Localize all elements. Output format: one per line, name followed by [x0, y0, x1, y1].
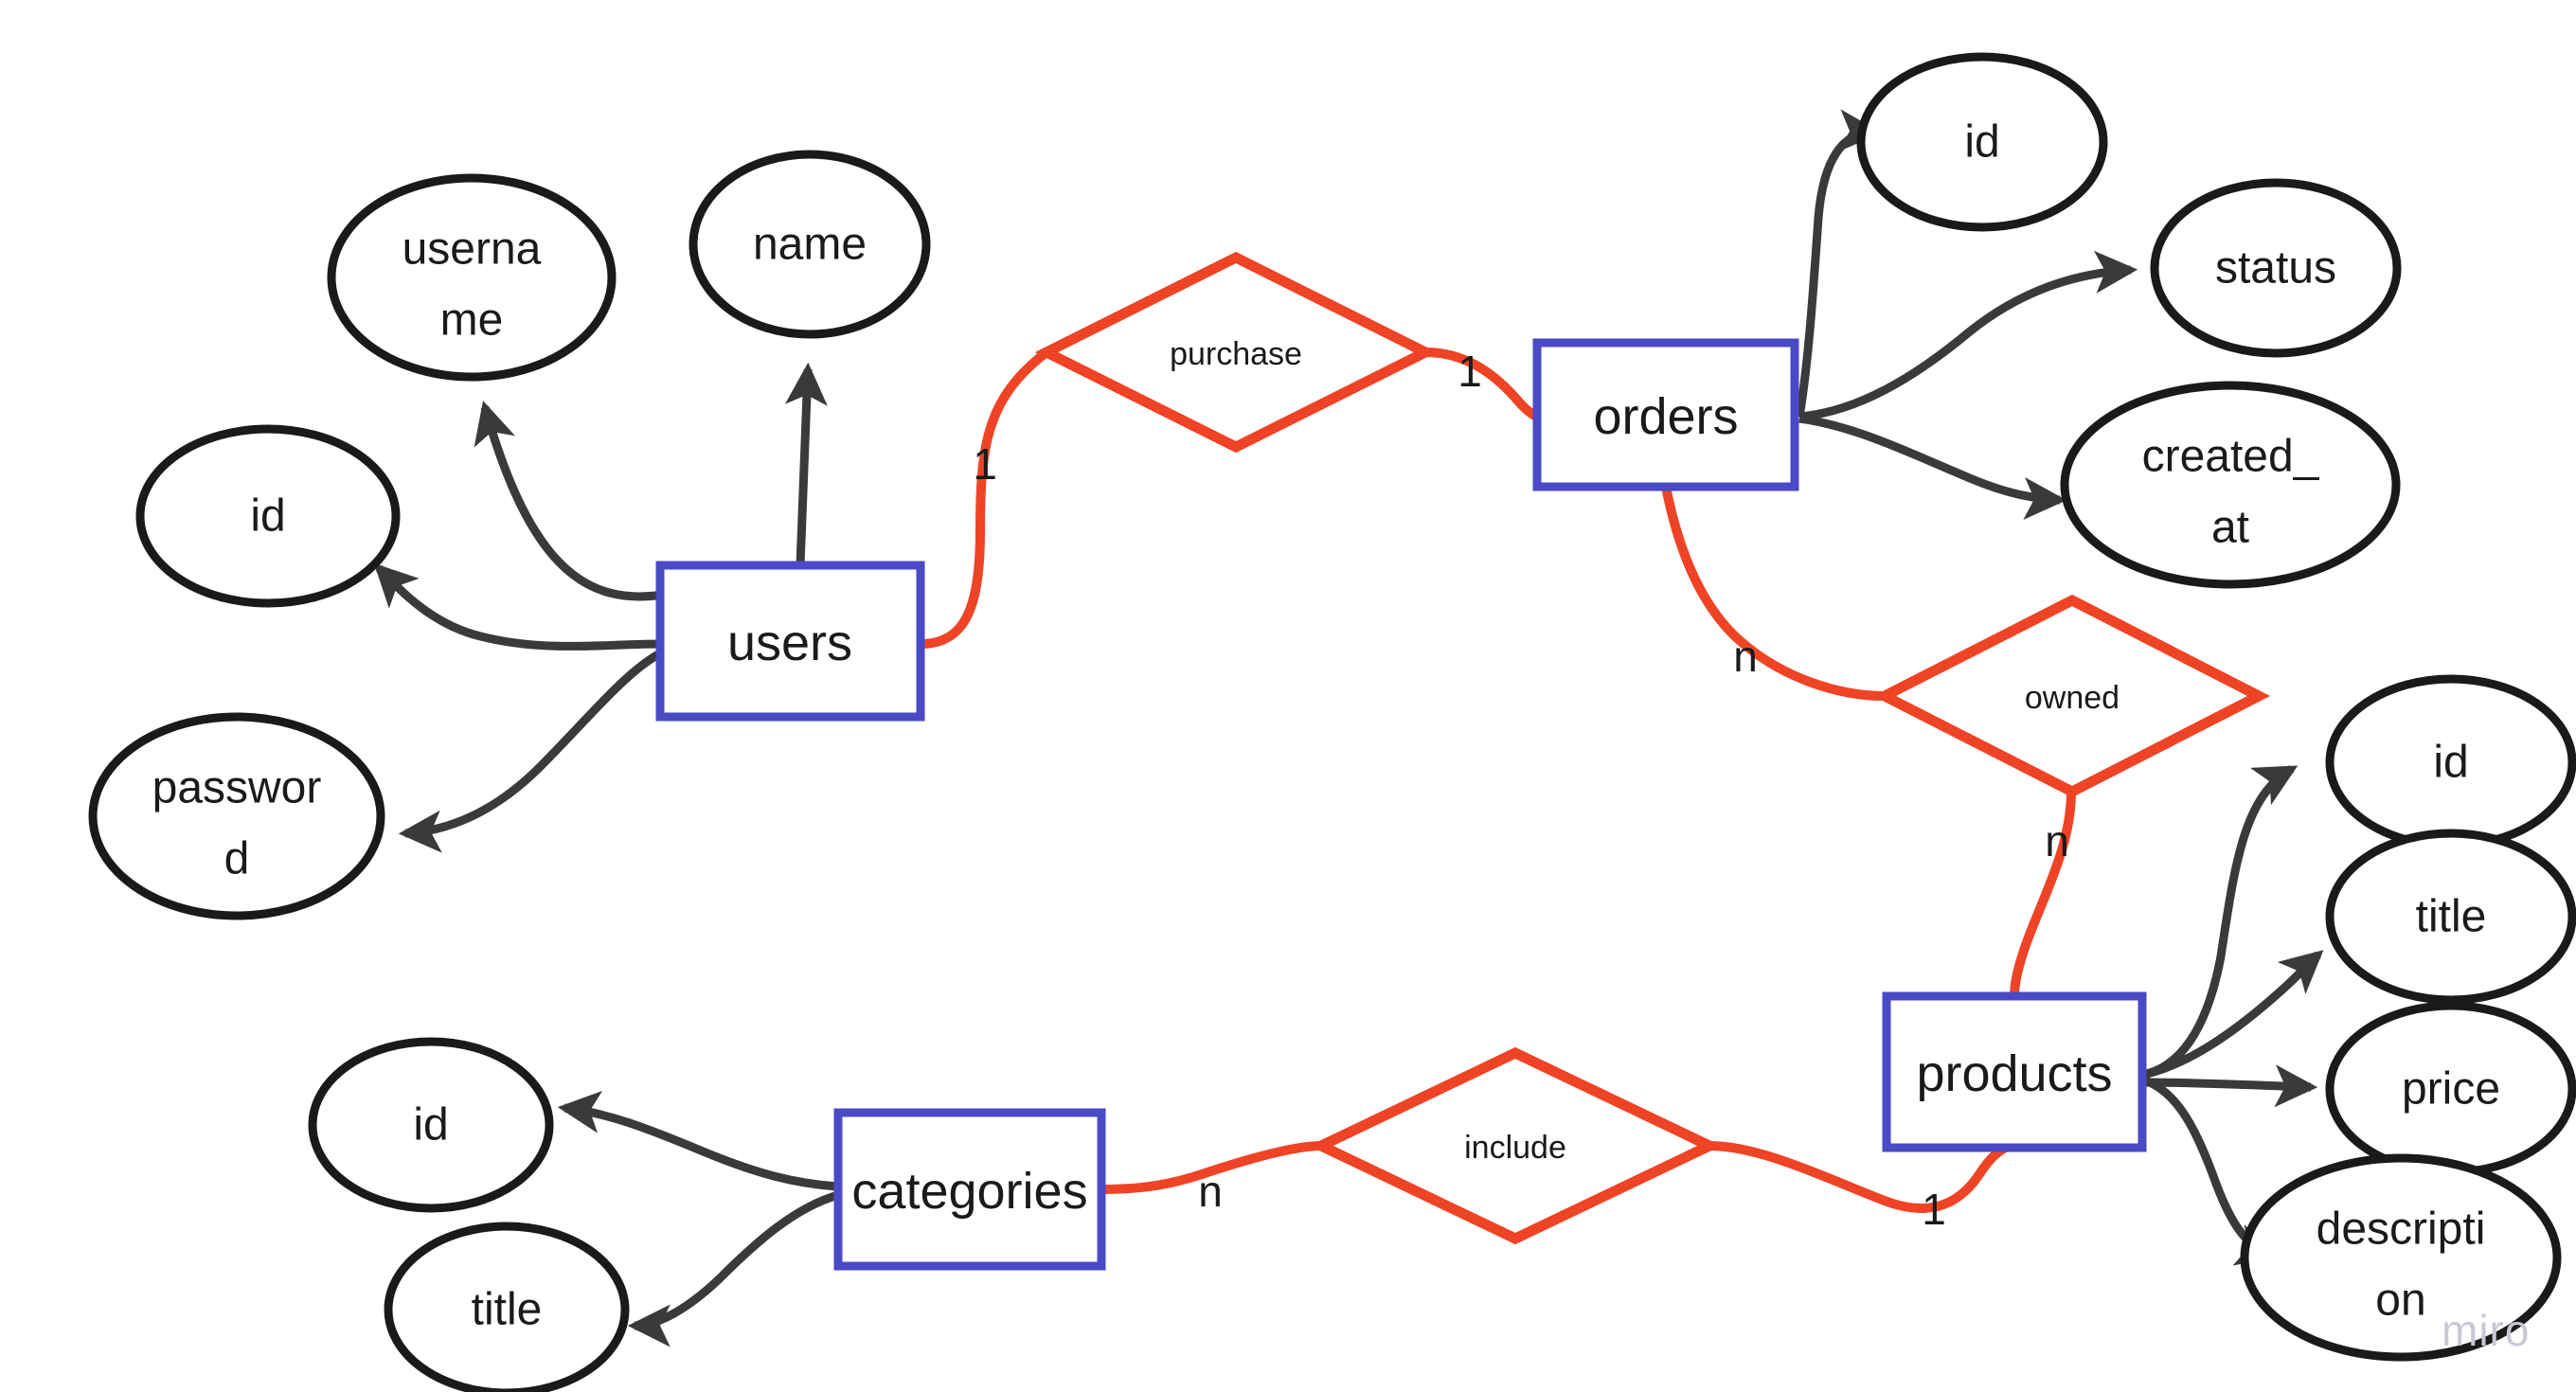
attribute-ellipse[interactable] [2060, 381, 2401, 589]
attribute-ellipse[interactable] [1856, 52, 2108, 232]
attribute-label-line-1: status [2215, 243, 2336, 294]
entity-categories[interactable]: categories [833, 1108, 1106, 1271]
attribute-users-name[interactable]: name [689, 150, 931, 339]
attribute-categories-title[interactable]: title [384, 1222, 630, 1392]
attribute-orders-id[interactable]: id [1856, 52, 2108, 232]
cardinality-labels: 1 1 n n n 1 [973, 347, 2069, 1234]
attribute-orders-status[interactable]: status [2150, 178, 2402, 358]
attribute-users-password[interactable]: passwor d [88, 712, 385, 920]
attribute-label-line-1: descripti [2317, 1205, 2486, 1255]
relationship-include[interactable]: include [1309, 1046, 1722, 1245]
relationship-diamond[interactable] [1034, 251, 1438, 454]
entity-rect[interactable] [655, 561, 925, 722]
attribute-ellipse[interactable] [135, 424, 401, 608]
attribute-label-line-2: d [224, 834, 250, 884]
relationship-label: include [1464, 1130, 1566, 1166]
relationship-connectors [920, 348, 2076, 1213]
relationship-diamond[interactable] [1872, 594, 2271, 798]
attribute-label-line-1: title [472, 1285, 543, 1335]
attribute-ellipse[interactable] [2150, 178, 2402, 358]
attribute-categories-id[interactable]: id [308, 1037, 554, 1213]
entity-users[interactable]: users [655, 561, 925, 722]
attribute-label-line-1: id [250, 491, 285, 542]
edge-orders-owned [1661, 486, 1886, 701]
edge-users-id [373, 562, 661, 651]
entity-label: categories [851, 1163, 1087, 1220]
entity-label: users [727, 615, 852, 671]
edge-orders-status [1798, 250, 2138, 421]
attribute-products-price[interactable]: price [2325, 1001, 2576, 1177]
edge-products-id [2141, 765, 2299, 1080]
edge-purchase-orders [1424, 348, 1540, 421]
attribute-label-line-2: on [2375, 1276, 2425, 1326]
edge-users-purchase [920, 348, 1050, 649]
attribute-label-line-1: passwor [152, 763, 322, 813]
attribute-label-line-1: name [753, 220, 867, 270]
cardinality-orders-owned: n [1733, 632, 1758, 681]
entity-rect[interactable] [1532, 338, 1799, 491]
cardinality-owned-products: n [2045, 816, 2069, 866]
cardinality-purchase-orders: 1 [1458, 347, 1482, 396]
relationship-purchase[interactable]: purchase [1034, 251, 1438, 454]
attribute-connectors [373, 109, 2324, 1347]
entity-label: products [1916, 1045, 2112, 1102]
edge-products-title [2141, 950, 2324, 1080]
attribute-ellipse[interactable] [2240, 1153, 2562, 1362]
attribute-orders-created-at[interactable]: created_ at [2060, 381, 2401, 589]
relationship-diamond[interactable] [1309, 1046, 1722, 1245]
cardinality-categories-include: n [1198, 1167, 1223, 1216]
attribute-label-line-1: price [2402, 1064, 2500, 1115]
entity-rect[interactable] [1882, 991, 2147, 1152]
edge-orders-id [1795, 109, 1883, 418]
attribute-ellipse[interactable] [689, 150, 931, 339]
relationship-owned[interactable]: owned [1872, 594, 2271, 798]
edge-categories-title [627, 1190, 840, 1347]
entity-orders[interactable]: orders [1532, 338, 1799, 491]
cardinality-users-purchase: 1 [973, 439, 997, 489]
edge-products-price [2141, 1064, 2318, 1108]
attribute-users-id[interactable]: id [135, 424, 401, 608]
relationship-label: owned [2025, 680, 2120, 716]
attribute-users-username[interactable]: userna me [327, 173, 617, 382]
attribute-label-line-1: id [413, 1100, 448, 1151]
relationship-nodes: purchase owned include [1034, 251, 2271, 1245]
edge-owned-products [2010, 791, 2076, 997]
entity-products[interactable]: products [1882, 991, 2147, 1152]
cardinality-include-products: 1 [1922, 1185, 1946, 1234]
attribute-ellipse[interactable] [327, 173, 617, 382]
attribute-products-description[interactable]: descripti on [2240, 1153, 2562, 1362]
attribute-products-title[interactable]: title [2325, 829, 2576, 1005]
attribute-label-line-1: created_ [2142, 432, 2320, 482]
attribute-nodes: userna me name id passwor d id [88, 52, 2576, 1392]
attribute-ellipse[interactable] [2325, 829, 2576, 1005]
relationship-label: purchase [1170, 336, 1302, 372]
miro-watermark: miro [2442, 1306, 2530, 1355]
attribute-label-line-1: id [1964, 117, 1999, 168]
attribute-label-line-1: id [2433, 738, 2468, 788]
edge-categories-include [1100, 1141, 1322, 1194]
entity-nodes: users orders products categories [655, 338, 2147, 1271]
edge-users-name [784, 362, 828, 566]
entity-rect[interactable] [833, 1108, 1106, 1271]
attribute-ellipse[interactable] [384, 1222, 630, 1392]
attribute-products-id[interactable]: id [2325, 674, 2576, 850]
attribute-label-line-2: me [440, 295, 504, 346]
entity-label: orders [1593, 388, 1738, 445]
edge-users-password [398, 650, 663, 853]
edge-include-products [1708, 1141, 2008, 1213]
attribute-label-line-2: at [2211, 503, 2249, 553]
attribute-ellipse[interactable] [308, 1037, 554, 1213]
attribute-label-line-1: userna [402, 224, 542, 275]
attribute-label-line-1: title [2416, 892, 2487, 942]
edge-categories-id [557, 1090, 839, 1191]
attribute-ellipse[interactable] [88, 712, 385, 920]
edge-orders-created-at [1798, 414, 2067, 520]
